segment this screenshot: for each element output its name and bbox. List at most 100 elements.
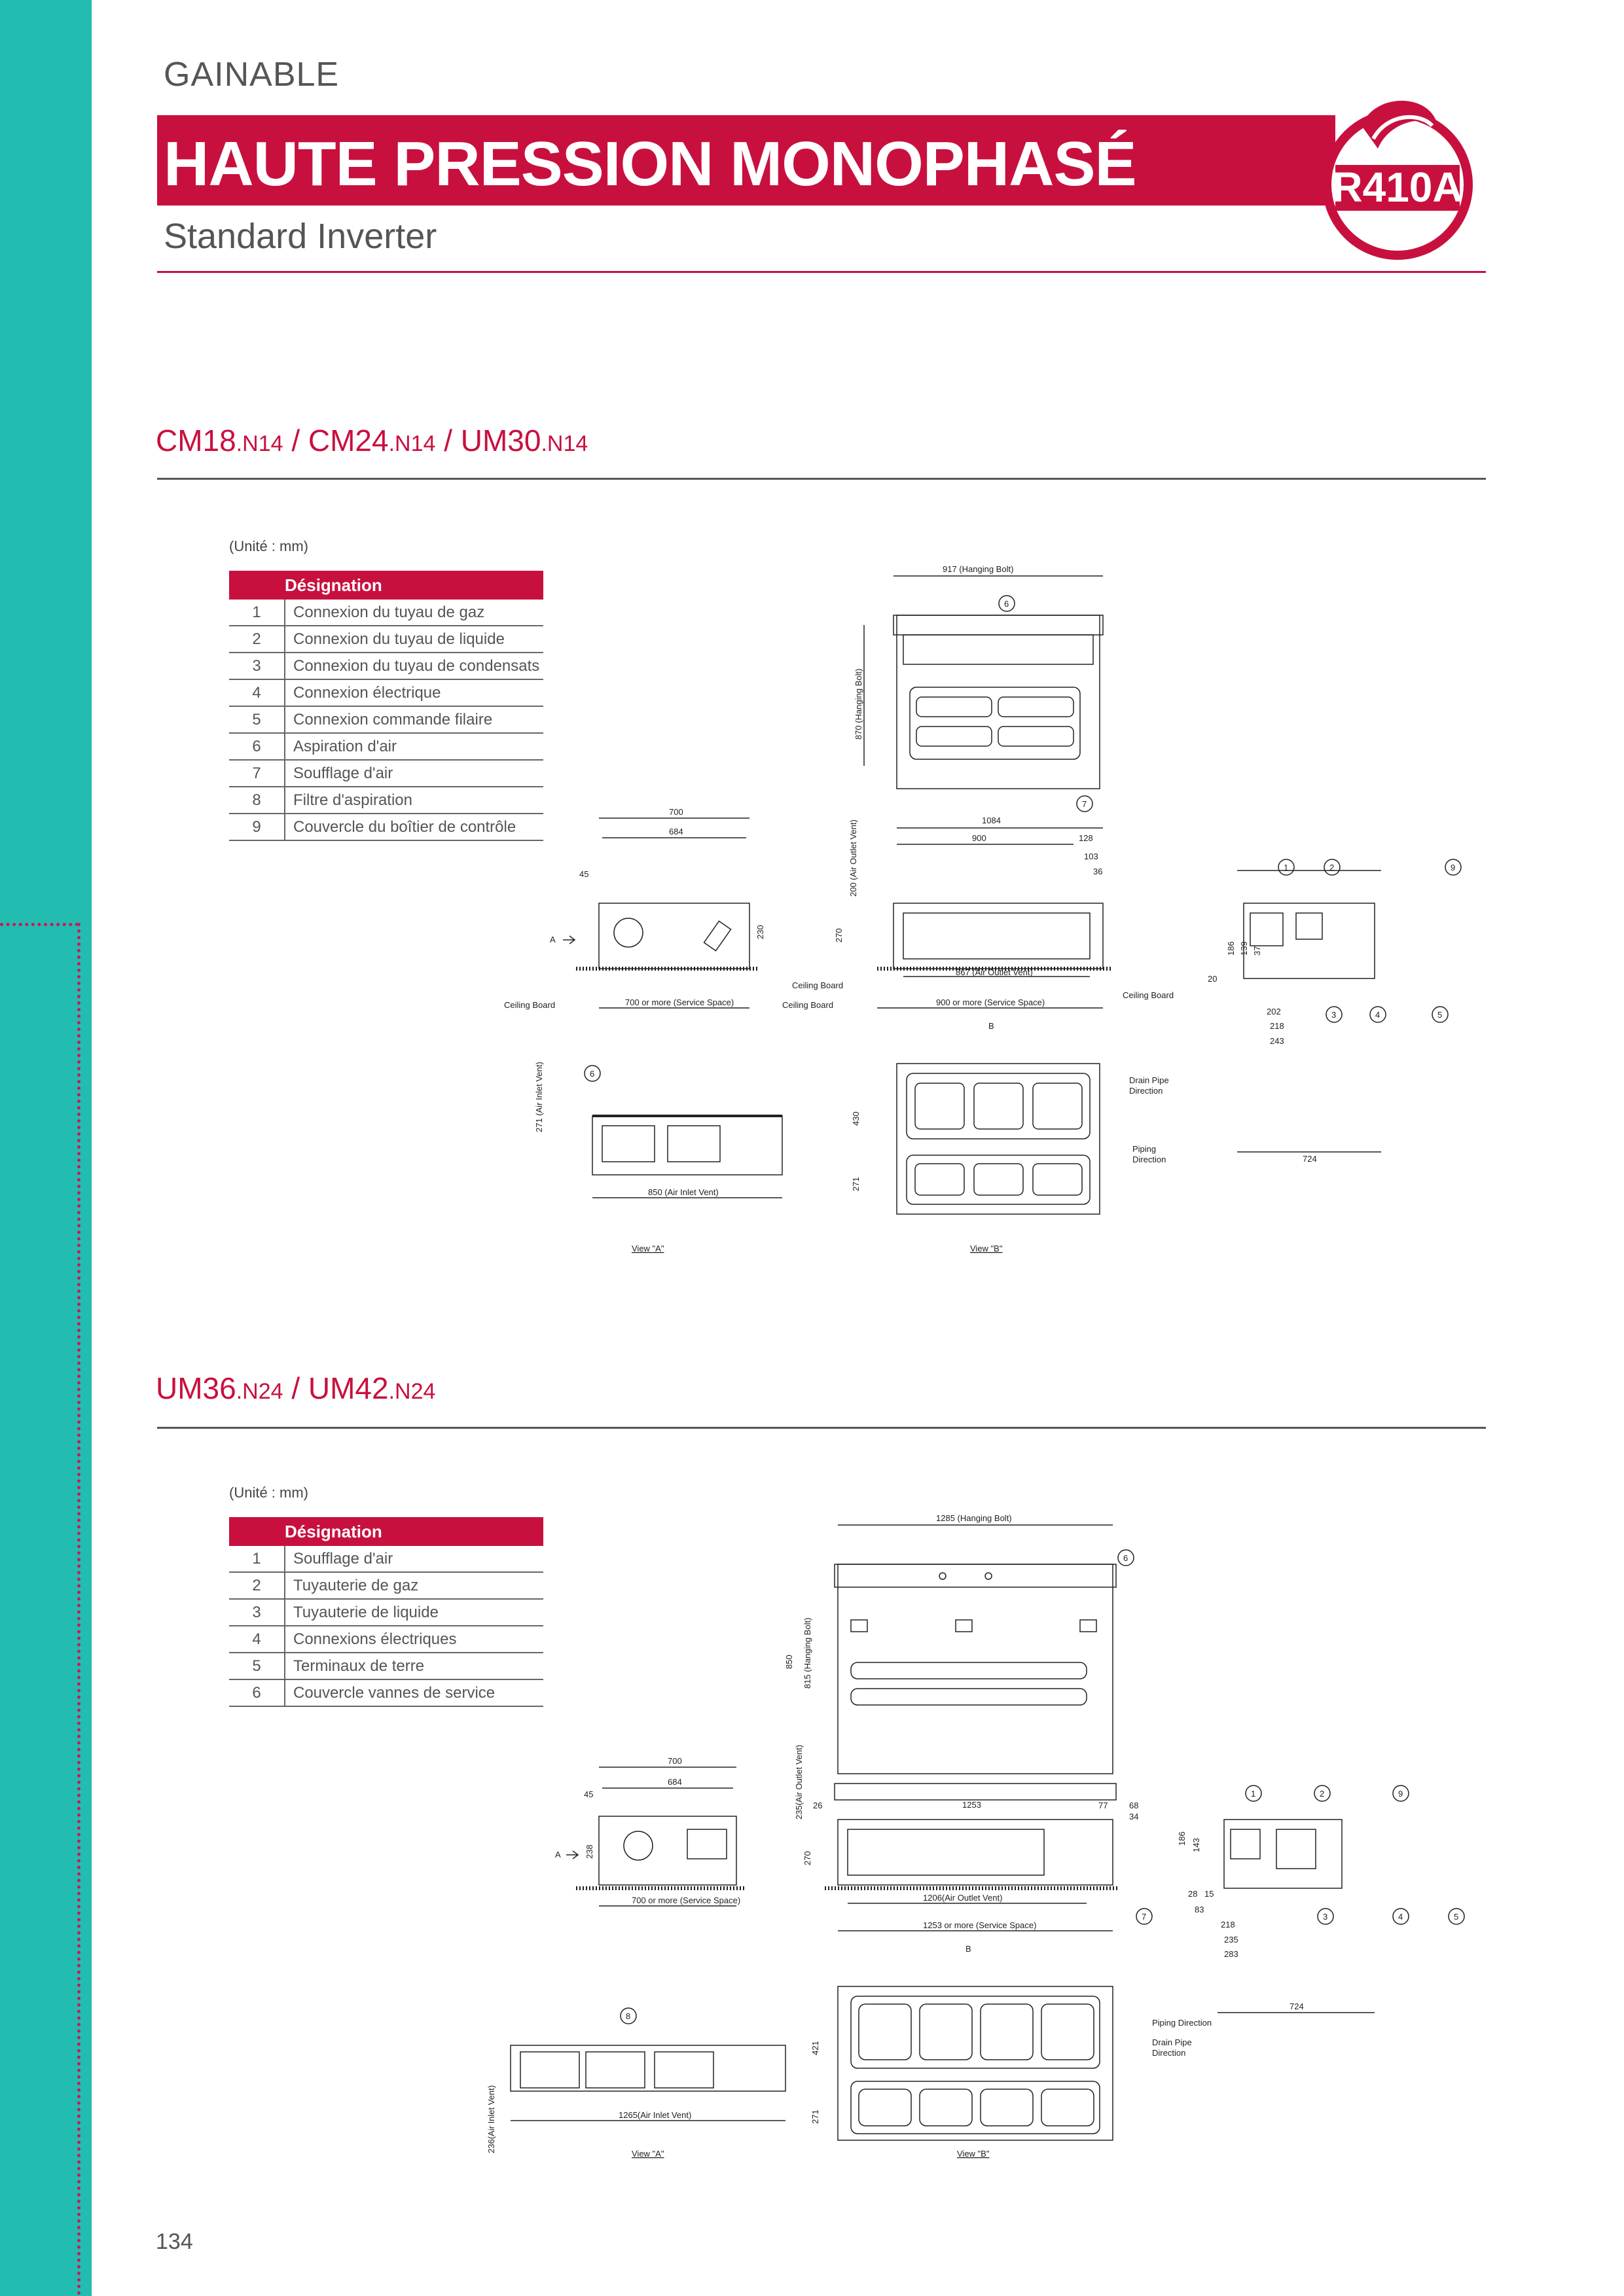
- dim-label: 850: [784, 1655, 794, 1669]
- svg-text:5: 5: [1437, 1010, 1442, 1020]
- view-b-caption: View "B": [957, 2149, 990, 2159]
- svg-text:5: 5: [1454, 1912, 1458, 1922]
- dim-label: 15: [1204, 1889, 1214, 1899]
- page-number: 134: [156, 2229, 193, 2254]
- dim-label: 202: [1267, 1007, 1281, 1016]
- view-b-caption: View "B": [970, 1244, 1003, 1253]
- svg-text:7: 7: [1082, 799, 1087, 809]
- dim-label: 270: [803, 1851, 812, 1865]
- ceiling-label: Ceiling Board: [792, 980, 843, 990]
- dim-label: 867 (Air Outlet Vent): [956, 967, 1033, 977]
- top-view-outline: [837, 1564, 1113, 1774]
- dim-label: 139: [1239, 941, 1249, 956]
- dim-label: 235: [1224, 1935, 1238, 1945]
- svg-text:1: 1: [1251, 1789, 1255, 1799]
- dim-label: 230: [755, 925, 765, 939]
- svg-text:1: 1: [1284, 863, 1288, 872]
- callout-4: [1392, 1908, 1409, 1925]
- svg-text:6: 6: [1123, 1553, 1128, 1563]
- callout-6: [998, 595, 1015, 612]
- category-label: GAINABLE: [164, 56, 340, 94]
- dim-label: 128: [1079, 833, 1093, 843]
- dim-label: 186: [1226, 941, 1236, 956]
- svg-text:4: 4: [1398, 1912, 1403, 1922]
- view-b-marker: B: [988, 1021, 994, 1031]
- dim-label: 28: [1188, 1889, 1197, 1899]
- callout-1: [1245, 1785, 1262, 1802]
- side-view-outline: [598, 1816, 737, 1886]
- dim-label: 421: [810, 2041, 820, 2055]
- dim-label: 724: [1303, 1154, 1317, 1164]
- table-header: Désignation: [285, 1517, 543, 1546]
- view-b-outline: [837, 1986, 1113, 2141]
- model-code: UM36: [156, 1371, 236, 1405]
- view-a-caption: View "A": [632, 2149, 664, 2159]
- callout-3: [1317, 1908, 1334, 1925]
- dim-label: 103: [1084, 852, 1098, 861]
- r410a-leaf-icon: R410A: [1322, 100, 1473, 260]
- model-code: / CM24: [283, 423, 389, 457]
- dim-label: 430: [851, 1111, 861, 1126]
- dim-label: 1285 (Hanging Bolt): [936, 1513, 1012, 1523]
- svg-text:3: 3: [1331, 1010, 1336, 1020]
- right-view-outline: [1223, 1819, 1343, 1889]
- model-code: / UM42: [283, 1371, 389, 1405]
- svg-text:6: 6: [1004, 599, 1009, 609]
- dim-label: 815 (Hanging Bolt): [803, 1618, 812, 1689]
- svg-text:3: 3: [1323, 1912, 1327, 1922]
- dim-label: 186: [1177, 1831, 1187, 1846]
- dim-label: 850 (Air Inlet Vent): [648, 1187, 719, 1197]
- table-header: Désignation: [285, 571, 543, 600]
- dim-label: 68: [1129, 1801, 1138, 1810]
- top-view-bracket: [893, 615, 1104, 636]
- dim-label: 37: [1252, 946, 1262, 956]
- dim-label: 1253: [962, 1800, 981, 1810]
- arrow-icon: [563, 935, 576, 944]
- callout-2: [1314, 1785, 1331, 1802]
- dim-label: 283: [1224, 1949, 1238, 1959]
- right-view-outline: [1243, 903, 1375, 979]
- dim-label: 1253 or more (Service Space): [923, 1920, 1036, 1930]
- title-bar: [157, 115, 1335, 206]
- callout-6: [584, 1065, 601, 1082]
- dim-label: 77: [1098, 1801, 1108, 1810]
- dim-label: 900: [972, 833, 986, 843]
- view-a-outline: [592, 1115, 783, 1175]
- model-suffix: .N14: [388, 431, 436, 456]
- dim-label: 34: [1129, 1812, 1138, 1821]
- side-view-outline: [598, 903, 750, 969]
- dim-label: 20: [1208, 974, 1217, 984]
- dim-label: 271: [851, 1177, 861, 1191]
- callout-2: [1324, 859, 1341, 876]
- ceiling-label: Ceiling Board: [1123, 990, 1174, 1000]
- model-suffix: .N24: [236, 1379, 283, 1404]
- dim-label: 236(Air Inlet Vent): [486, 2085, 496, 2153]
- dim-label: 45: [579, 869, 588, 879]
- view-a-caption: View "A": [632, 1244, 664, 1253]
- dim-label: 700 or more (Service Space): [625, 997, 734, 1007]
- front-view-outline: [837, 1819, 1113, 1886]
- dim-label: 235(Air Outlet Vent): [794, 1745, 804, 1820]
- unit-note: (Unité : mm): [229, 538, 308, 554]
- dim-label: 36: [1093, 867, 1102, 876]
- callout-5: [1448, 1908, 1465, 1925]
- callout-3: [1326, 1006, 1343, 1023]
- model-suffix: .N24: [388, 1379, 436, 1404]
- dotted-marker-horizontal: [0, 923, 79, 926]
- arrow-icon: [566, 1850, 579, 1859]
- dim-label: 724: [1290, 2001, 1304, 2011]
- page-title: HAUTE PRESSION MONOPHASÉ: [164, 129, 1137, 199]
- model-heading-1: CM18.N14 / CM24.N14 / UM30.N14: [156, 423, 588, 458]
- technical-drawing-2: 1285 (Hanging Bolt) 850 815 (Hanging Bol…: [486, 1513, 1465, 2159]
- view-a-marker: A: [550, 935, 556, 944]
- dim-label: 684: [668, 1777, 682, 1787]
